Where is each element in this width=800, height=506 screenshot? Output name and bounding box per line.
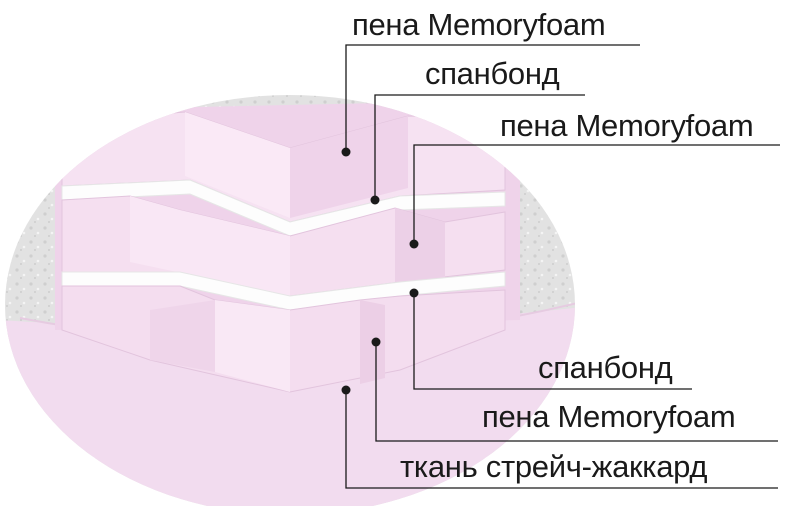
upper-spunbond-sheet — [61, 179, 506, 237]
label-bottom-foam: пена Memoryfoam — [482, 399, 736, 434]
leader-top-foam — [345, 44, 640, 152]
dot-bottom-foam — [371, 337, 381, 347]
dot-top-foam — [341, 147, 351, 157]
foam-layers — [55, 100, 520, 393]
label-middle-foam: пена Memoryfoam — [500, 108, 754, 143]
label-cover-fabric: ткань стрейч-жаккард — [400, 449, 708, 484]
label-upper-spunbond: спанбонд — [425, 56, 560, 91]
leader-upper-spunbond — [374, 94, 585, 200]
dot-cover-fabric — [341, 385, 351, 395]
leader-middle-foam — [413, 144, 780, 244]
leader-lower-spunbond — [413, 293, 692, 390]
label-lower-spunbond: спанбонд — [538, 350, 673, 385]
leader-cover-fabric — [345, 390, 778, 489]
dot-lower-spunbond — [409, 288, 419, 298]
leader-lines — [345, 44, 780, 489]
dot-upper-spunbond — [370, 195, 380, 205]
leader-bottom-foam — [375, 342, 778, 442]
label-top-foam: пена Memoryfoam — [352, 7, 606, 42]
leader-dots — [341, 147, 419, 395]
dot-middle-foam — [409, 239, 419, 249]
